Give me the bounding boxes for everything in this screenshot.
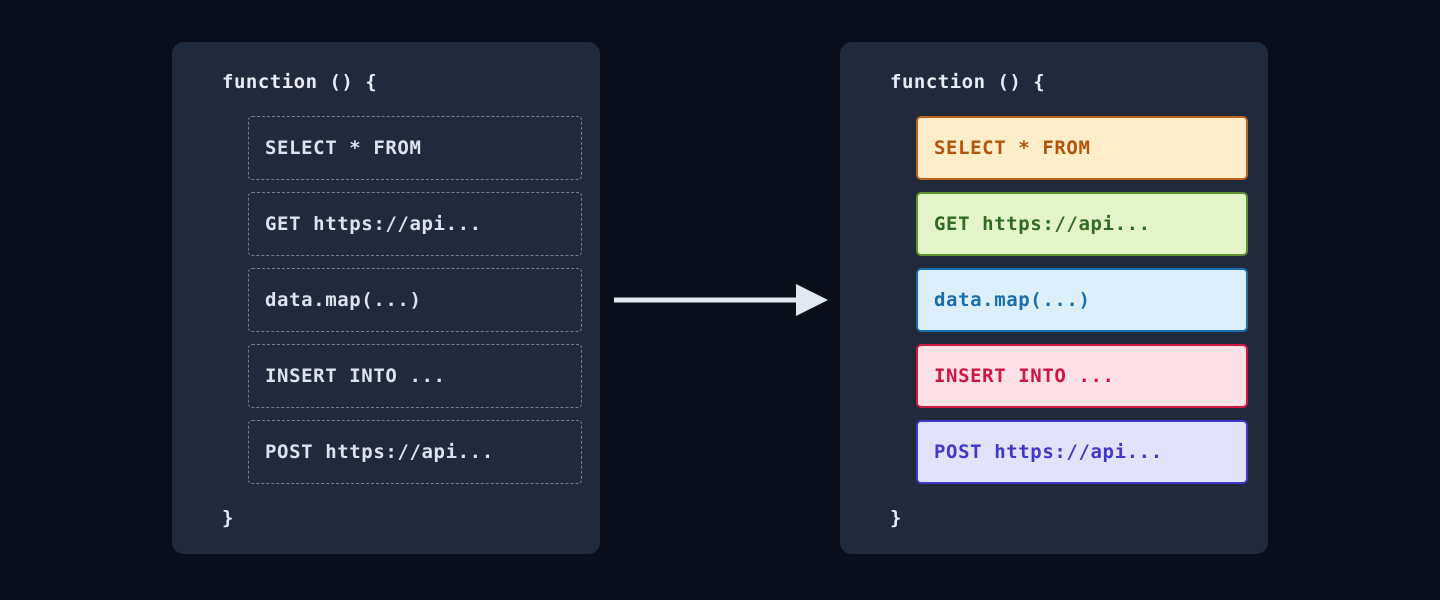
statement-label: data.map(...): [265, 289, 422, 311]
statement-row-post[interactable]: POST https://api...: [916, 420, 1248, 484]
statement-row[interactable]: POST https://api...: [248, 420, 582, 484]
statement-label: POST https://api...: [934, 441, 1163, 463]
statement-label: GET https://api...: [265, 213, 482, 235]
statement-row[interactable]: SELECT * FROM: [248, 116, 582, 180]
statement-row-insert[interactable]: INSERT INTO ...: [916, 344, 1248, 408]
statement-row-map[interactable]: data.map(...): [916, 268, 1248, 332]
statement-row-select[interactable]: SELECT * FROM: [916, 116, 1248, 180]
statement-row[interactable]: GET https://api...: [248, 192, 582, 256]
statement-row[interactable]: data.map(...): [248, 268, 582, 332]
statement-label: SELECT * FROM: [265, 137, 422, 159]
statement-row-get[interactable]: GET https://api...: [916, 192, 1248, 256]
statement-label: data.map(...): [934, 289, 1091, 311]
statement-label: GET https://api...: [934, 213, 1151, 235]
function-open-line: function () {: [222, 71, 378, 93]
before-statement-list: SELECT * FROM GET https://api... data.ma…: [248, 116, 582, 484]
arrow-right-icon: [614, 284, 828, 316]
before-panel: function () { SELECT * FROM GET https://…: [172, 42, 600, 554]
function-open-line: function () {: [890, 71, 1046, 93]
function-close-line: }: [222, 507, 234, 529]
statement-label: INSERT INTO ...: [934, 365, 1115, 387]
statement-label: POST https://api...: [265, 441, 494, 463]
after-panel: function () { SELECT * FROM GET https://…: [840, 42, 1268, 554]
function-close-line: }: [890, 507, 902, 529]
transformation-arrow: [610, 278, 832, 322]
statement-row[interactable]: INSERT INTO ...: [248, 344, 582, 408]
after-statement-list: SELECT * FROM GET https://api... data.ma…: [916, 116, 1248, 484]
statement-label: INSERT INTO ...: [265, 365, 446, 387]
statement-label: SELECT * FROM: [934, 137, 1091, 159]
